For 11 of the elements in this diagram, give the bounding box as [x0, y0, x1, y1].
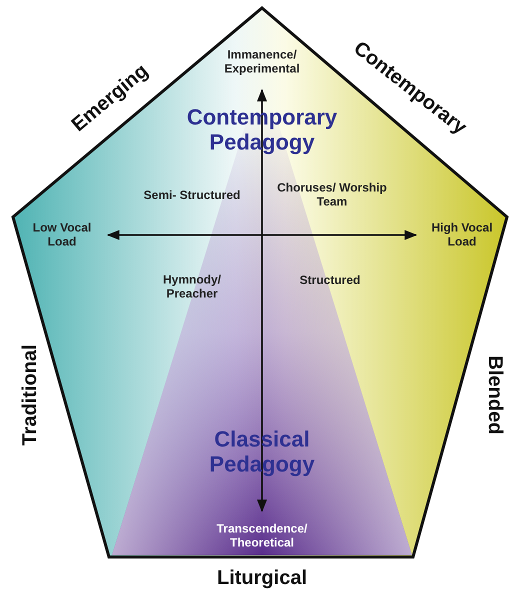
side-label: Traditional [19, 343, 41, 448]
quadrant-label: Hymnody/ Preacher [162, 272, 222, 302]
axis-end-label: Low Vocal Load [32, 220, 92, 250]
axis-end-label: Transcendence/ Theoretical [216, 522, 308, 550]
quadrant-label: Choruses/ Worship Team [277, 180, 387, 210]
quadrant-label: Structured [298, 272, 362, 288]
side-label: Liturgical [216, 567, 308, 589]
quadrant-label: Semi- Structured [142, 188, 242, 202]
side-label: Blended [484, 354, 506, 436]
axis-end-label: High Vocal Load [430, 220, 494, 250]
axis-end-label: Immanence/ Experimental [223, 48, 301, 76]
